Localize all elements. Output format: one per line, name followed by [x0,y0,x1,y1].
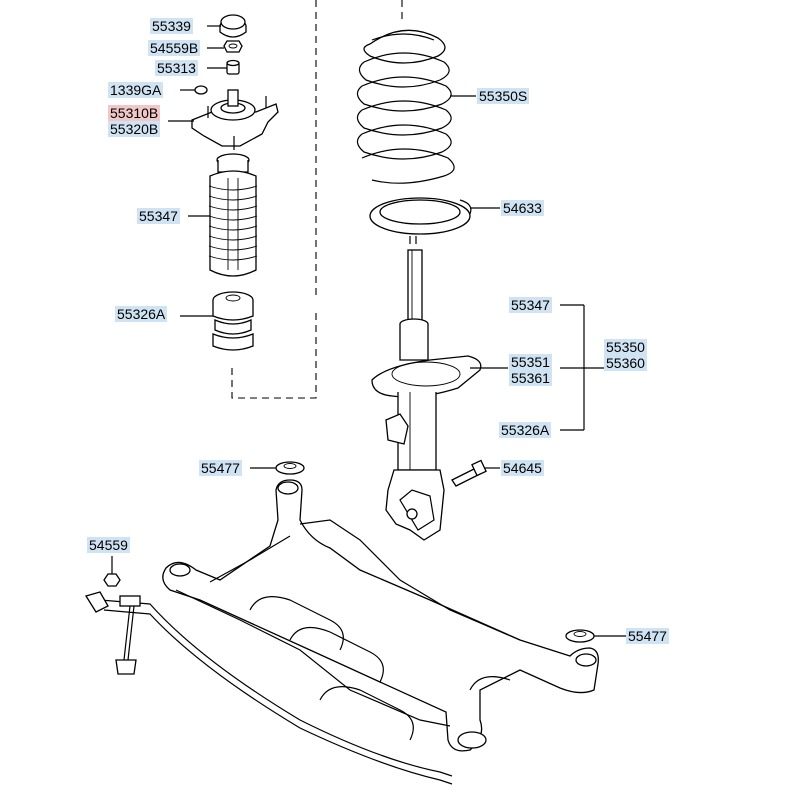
dust-boot-55347 [208,153,258,277]
guide-lines [231,0,403,399]
label-54645[interactable]: 54645 [501,460,544,476]
nut-1339GA [194,85,208,95]
label-55313[interactable]: 55313 [155,60,198,76]
label-55361[interactable]: 55361 [509,370,552,386]
label-55326A-bumpstop[interactable]: 55326A [115,306,168,322]
strut-assembly [371,249,482,541]
nut-54559 [103,573,121,587]
label-55320B[interactable]: 55320B [108,121,161,137]
label-55347-strut[interactable]: 55347 [509,297,552,313]
label-55477-upper[interactable]: 55477 [199,460,242,476]
subframe [162,479,599,752]
nut-54559B [223,40,243,53]
label-55477-lower[interactable]: 55477 [626,628,669,644]
bump-stop-55326A [212,291,254,351]
label-55350S[interactable]: 55350S [477,88,530,104]
label-55310B[interactable]: 55310B [108,105,161,121]
label-1339GA[interactable]: 1339GA [108,82,164,98]
label-55360[interactable]: 55360 [604,355,647,371]
cap-55339 [219,14,247,38]
spring-pad-54633 [369,197,472,244]
coil-spring-55350S [356,29,455,184]
label-54633[interactable]: 54633 [501,200,544,216]
bolt-54645 [451,459,487,487]
label-55339[interactable]: 55339 [150,18,193,34]
label-55350[interactable]: 55350 [604,339,647,355]
label-54559[interactable]: 54559 [87,537,130,553]
label-55326A-strut[interactable]: 55326A [499,422,552,438]
stabilizer-bar [84,591,453,785]
bushing-55477-lower [565,629,595,643]
leader-lines [111,25,626,637]
bushing-55477-upper [275,461,305,475]
label-55351[interactable]: 55351 [509,354,552,370]
spacer-55313 [226,59,240,75]
label-55347-boot[interactable]: 55347 [137,208,180,224]
label-54559B[interactable]: 54559B [148,40,201,56]
strut-mount-55310B [191,89,279,150]
